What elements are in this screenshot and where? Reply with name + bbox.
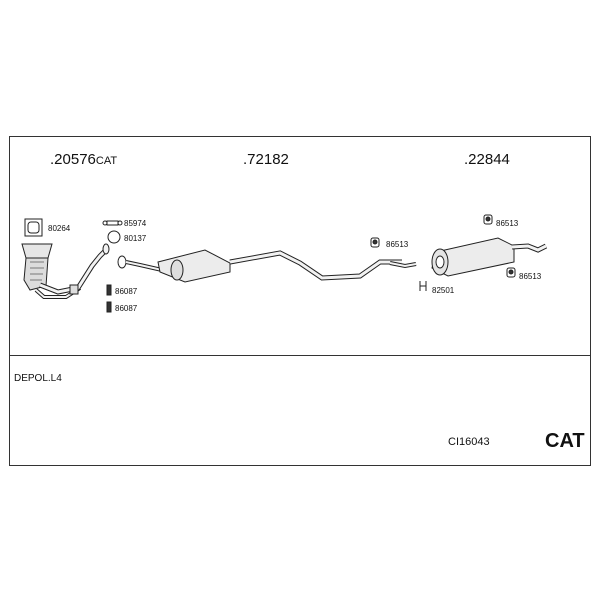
clamp-icon: [102, 220, 123, 226]
mount-label-a: 86087: [115, 287, 138, 296]
mount-label-b: 86087: [115, 304, 138, 313]
rear-part-number: .22844: [464, 151, 510, 168]
section-divider: [9, 355, 591, 356]
gasket-label: 80264: [48, 224, 71, 233]
cat-tag: CAT: [545, 430, 585, 452]
hanger-label-top: 86513: [496, 219, 519, 228]
front-part-suffix: CAT: [95, 155, 118, 167]
ring-label: 80137: [124, 234, 147, 243]
engine-note: DEPOL.L4: [14, 373, 62, 384]
gasket-icon: [24, 218, 43, 237]
rubber-mount-icon-2: [106, 301, 112, 313]
diagram-frame: [9, 136, 591, 466]
hanger-label-bottom: 86513: [519, 272, 542, 281]
front-part-number-value: .20576: [50, 151, 96, 168]
rear-silencer-icon: [431, 237, 548, 277]
middle-part-number: .72182: [243, 151, 289, 168]
rubber-mount-icon: [106, 284, 112, 296]
clamp-82501-label: 82501: [432, 286, 455, 295]
hanger-icon-3: [506, 267, 516, 278]
middle-silencer-icon: [117, 249, 402, 283]
hanger-icon: [370, 237, 380, 248]
catalytic-converter-icon: [21, 243, 110, 299]
kit-code: CI16043: [448, 436, 490, 448]
front-part-number: .20576CAT: [50, 151, 117, 168]
hanger-icon-2: [483, 214, 493, 225]
sealing-ring-icon: [107, 230, 121, 244]
clamp-label: 85974: [124, 219, 147, 228]
hanger-label-mid: 86513: [386, 240, 409, 249]
pipe-joint-icon: [389, 261, 427, 291]
